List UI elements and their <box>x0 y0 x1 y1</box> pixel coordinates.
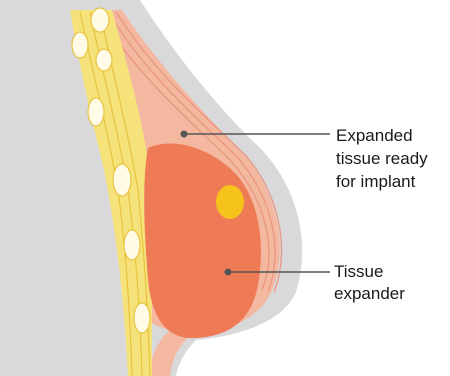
expanded-tissue-label: Expanded tissue ready for implant <box>336 126 432 191</box>
tissue-expander-label: Tissue expander <box>334 262 405 303</box>
expanded-tissue-label-line3: for implant <box>336 172 416 191</box>
tissue-expander-pointer-dot <box>225 269 232 276</box>
expanded-tissue-label-line1: Expanded <box>336 126 413 145</box>
expanded-tissue-label-line2: tissue ready <box>336 149 428 168</box>
expander-port <box>216 185 244 219</box>
tissue-expander-label-line2: expander <box>334 284 405 303</box>
expanded-tissue-pointer-dot <box>181 131 188 138</box>
tissue-expander-label-line1: Tissue <box>334 262 383 281</box>
